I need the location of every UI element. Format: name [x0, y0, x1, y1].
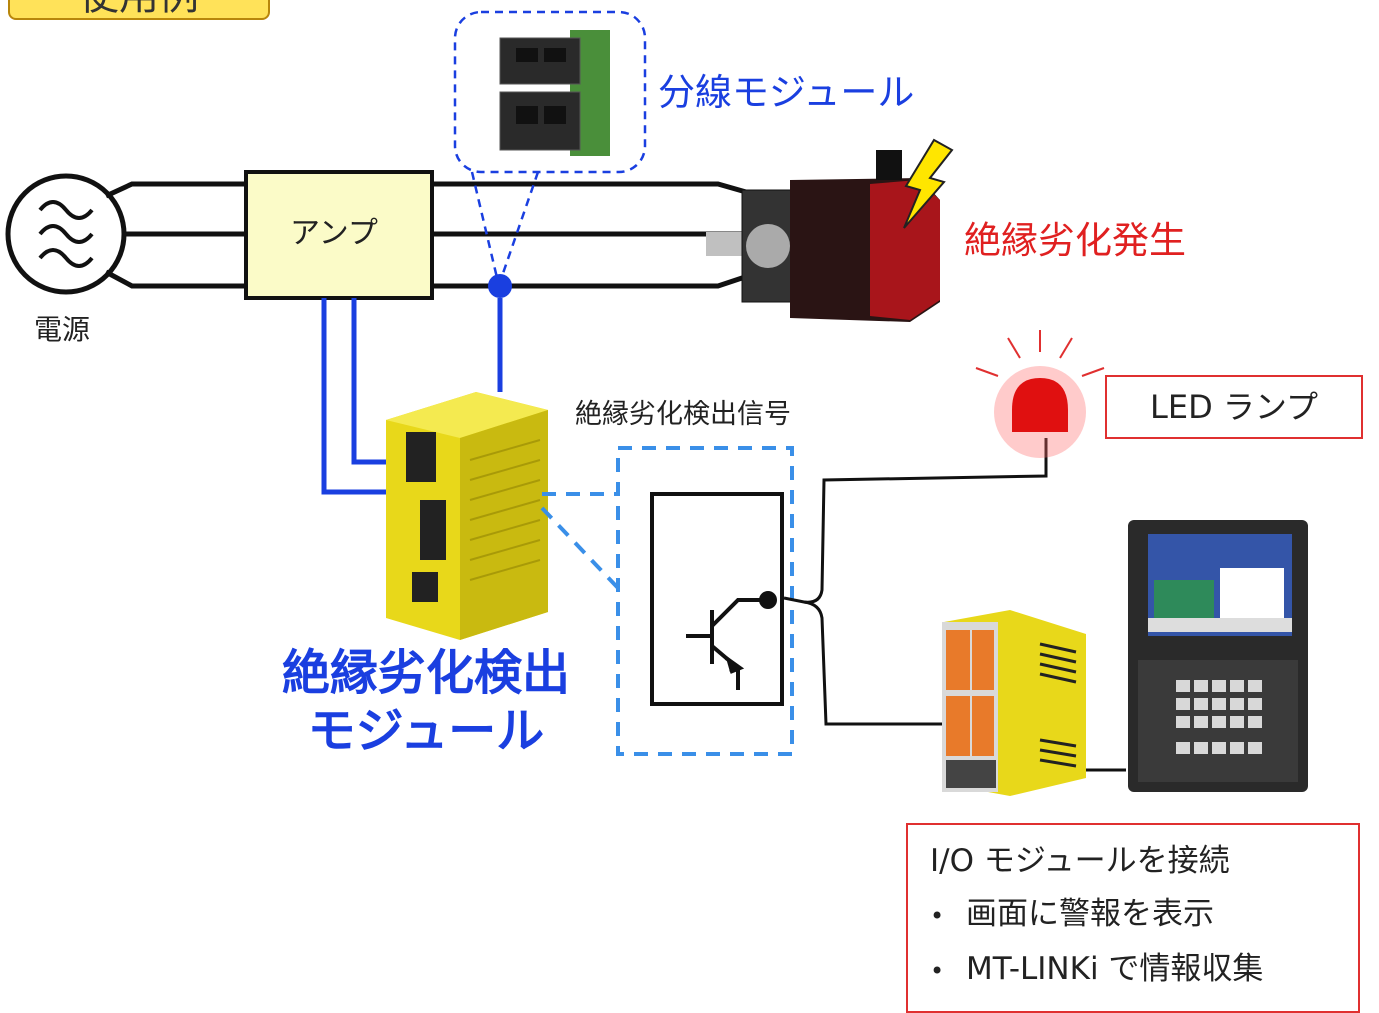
title-badge: 使用例	[8, 0, 270, 20]
info-item: MT-LINKi で情報収集	[930, 943, 1358, 998]
lightning-icon	[903, 138, 954, 229]
split-module-image	[499, 30, 610, 156]
led-lamp-icon	[975, 330, 1105, 458]
blue-wires	[321, 298, 503, 495]
power-label: 電源	[34, 313, 91, 346]
detection-module-label: 絶縁劣化検出 モジュール	[276, 644, 576, 760]
split-module-label: 分線モジュール	[658, 71, 915, 114]
led-lamp-label: LED ランプ	[1105, 375, 1363, 439]
info-box: I/O モジュールを接続 画面に警報を表示 MT-LINKi で情報収集	[906, 823, 1360, 1013]
signal-callout	[540, 446, 794, 756]
detection-module-image	[386, 392, 548, 640]
servo-motor-image	[706, 150, 940, 322]
info-heading: I/O モジュールを接続	[930, 843, 1230, 879]
amp-label: アンプ	[290, 216, 378, 251]
info-item: 画面に警報を表示	[930, 888, 1358, 943]
degradation-label: 絶縁劣化発生	[964, 219, 1186, 262]
transistor-icon	[650, 492, 784, 706]
io-module-image	[942, 610, 1086, 796]
detection-module-label-line1: 絶縁劣化検出	[281, 645, 570, 701]
junction-dot	[488, 274, 512, 298]
cnc-panel-image	[1128, 520, 1308, 792]
split-module-callout	[453, 10, 647, 174]
amp-box	[244, 170, 434, 300]
detection-module-label-line2: モジュール	[307, 703, 545, 759]
signal-label: 絶縁劣化検出信号	[575, 399, 791, 430]
